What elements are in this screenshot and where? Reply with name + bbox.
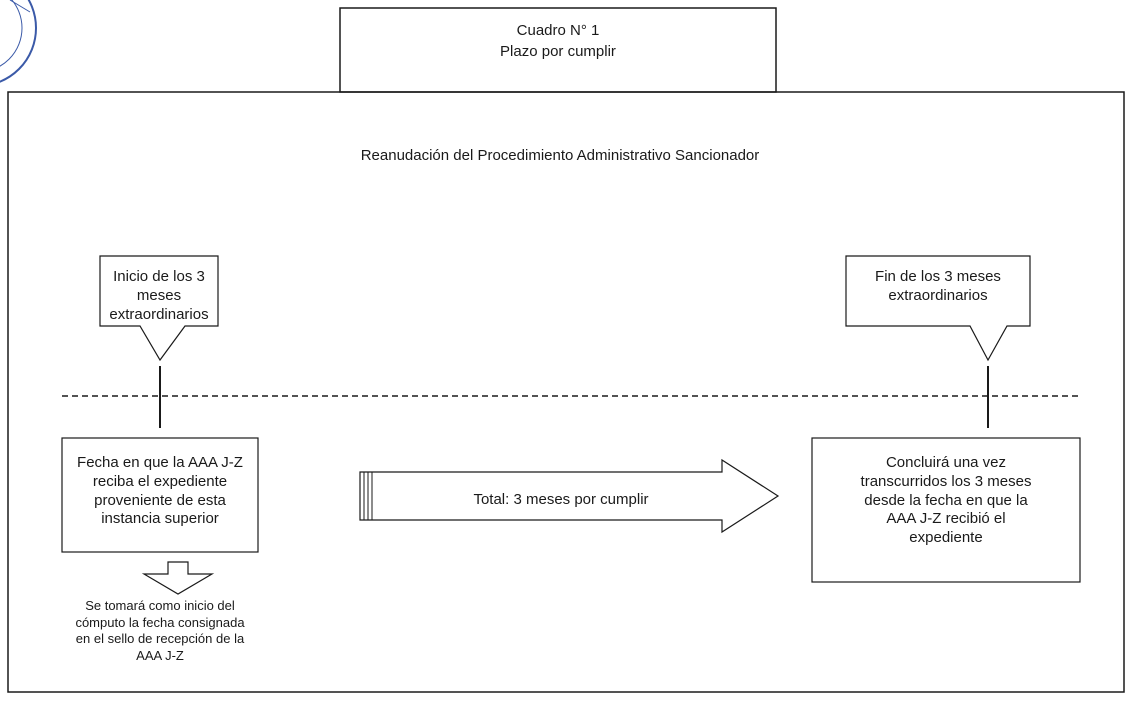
note-line: cómputo la fecha consignada (75, 614, 245, 630)
right-box-line: expediente (909, 529, 983, 546)
end-callout-line-2: extraordinarios (888, 286, 988, 304)
main-frame (7, 91, 1125, 693)
start-callout-label: Inicio de los 3 meses extraordinarios (100, 268, 218, 324)
note-line: AAA J-Z (136, 647, 184, 663)
right-box-label: Concluirá una vez transcurridos los 3 me… (814, 454, 1078, 548)
right-box (811, 437, 1081, 583)
right-box-line: AAA J-Z recibió el (886, 510, 1006, 528)
title-line-2: Plazo por cumplir (500, 43, 616, 60)
down-arrow-icon (141, 561, 215, 595)
left-box-line: instancia superior (101, 510, 219, 528)
left-box-line: reciba el expediente (92, 472, 228, 490)
end-callout (845, 255, 1031, 362)
left-box (61, 437, 259, 553)
total-arrow-label: Total: 3 meses por cumplir (473, 491, 649, 508)
left-box-line: Fecha en que la AAA J-Z (77, 454, 243, 471)
diagram-heading: Reanudación del Procedimiento Administra… (360, 147, 760, 164)
end-callout-line-1: Fin de los 3 meses (875, 268, 1001, 285)
right-box-line: transcurridos los 3 meses (860, 472, 1032, 490)
left-box-label: Fecha en que la AAA J-Z reciba el expedi… (62, 454, 258, 529)
title-line-1: Cuadro N° 1 (516, 22, 600, 39)
start-callout-line-2: extraordinarios (109, 305, 209, 323)
title-box (339, 7, 777, 93)
right-box-line: Concluirá una vez (885, 454, 1007, 471)
seal-stamp (0, 0, 37, 83)
right-box-line: desde la fecha en que la (864, 491, 1028, 509)
left-box-line: proveniente de esta (94, 491, 226, 509)
title-box-label: Cuadro N° 1 Plazo por cumplir (340, 20, 776, 62)
end-callout-label: Fin de los 3 meses extraordinarios (846, 268, 1030, 306)
start-callout-line-1: Inicio de los 3 meses (113, 268, 205, 304)
note-line: en el sello de recepción de la (75, 631, 245, 647)
right-arrow-icon (359, 458, 780, 534)
note-label: Se tomará como inicio del cómputo la fec… (60, 598, 260, 665)
start-callout (99, 255, 219, 362)
note-line: Se tomará como inicio del (85, 598, 235, 613)
